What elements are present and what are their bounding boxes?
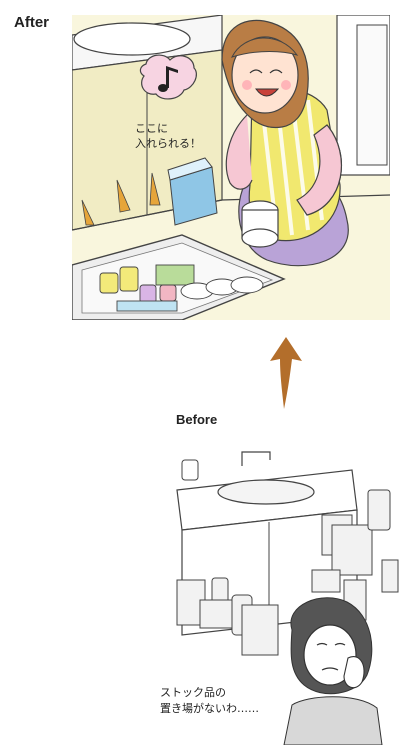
before-illustration — [176, 451, 399, 745]
before-label: Before — [176, 412, 218, 427]
after-illustration — [72, 15, 390, 320]
music-bubble — [138, 52, 200, 108]
speech-line-2: 入れられる！ — [135, 137, 201, 150]
speech-line-1: ここに — [135, 122, 168, 135]
music-note-icon — [139, 54, 197, 100]
caption-line-1: ストック品の — [160, 686, 226, 699]
caption-line-2: 置き場がないわ…… — [160, 702, 259, 715]
after-label: After — [14, 14, 50, 31]
up-arrow-icon — [270, 337, 302, 409]
